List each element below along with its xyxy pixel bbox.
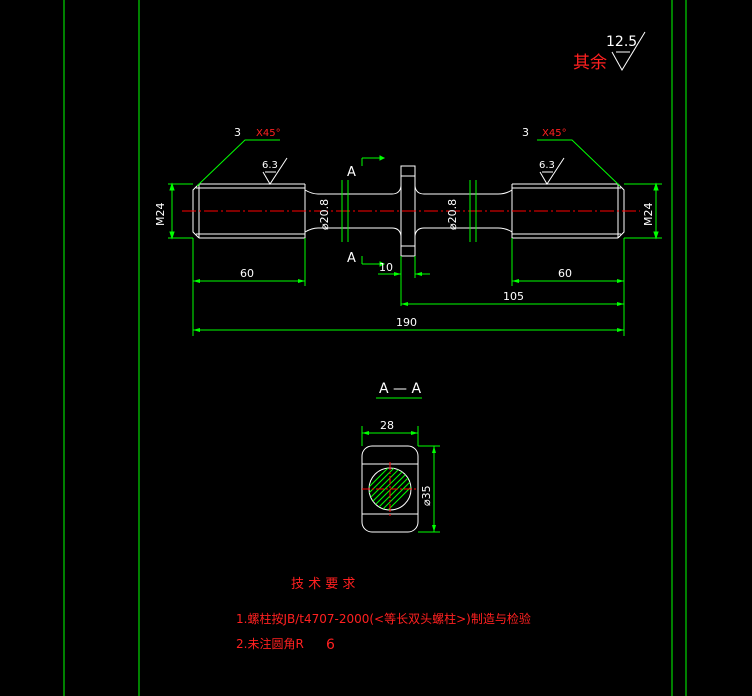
thread-dims [168,182,662,240]
dia-left-label: ⌀20.8 [318,199,331,230]
section-width-label: 28 [380,419,394,432]
roughness-right-value: 6.3 [539,160,555,171]
dim-right-length: 105 [503,290,524,303]
dim-right-thread-length: 60 [558,267,572,280]
roughness-local-symbols [262,157,565,185]
chamfer-left-size: 3 [234,126,241,139]
section-mark-bottom: A [347,251,356,266]
roughness-left-value: 6.3 [262,160,278,171]
dim-collar-width: 10 [379,261,393,274]
length-dims [192,238,625,336]
section-cut-marks [361,155,386,267]
section-view-title: A — A [379,381,421,397]
notes-heading: 技 术 要 求 [291,577,355,592]
notes-line-1: 1.螺柱按JB/t4707-2000(<等长双头螺柱>)制造与检验 [236,611,531,626]
notes-line-2-prefix: 2.未注圆角R [236,636,304,651]
dia-right-label: ⌀20.8 [446,199,459,230]
section-dims [361,426,440,533]
thread-right-label: M24 [642,203,655,227]
section-dim-arrows [362,431,436,532]
section-mark-top: A [347,165,356,180]
diameter-dims [341,180,477,242]
shaft-outline [192,165,625,257]
drawing-frame [63,0,687,696]
chamfer-left-angle: X45° [256,128,281,139]
roughness-general-label: 其余 [573,53,607,73]
roughness-general-symbol: 12.5 其余 [573,31,646,73]
chamfer-right-size: 3 [522,126,529,139]
dim-total-length: 190 [396,316,417,329]
roughness-general-value: 12.5 [606,34,637,50]
dim-arrowheads [193,272,624,332]
chamfer-right-angle: X45° [542,128,567,139]
notes-line-2-value: 6 [326,637,335,653]
section-diameter-label: ⌀35 [420,485,433,506]
chamfer-leaders [196,139,621,187]
thread-left-label: M24 [154,203,167,227]
dim-left-thread-length: 60 [240,267,254,280]
